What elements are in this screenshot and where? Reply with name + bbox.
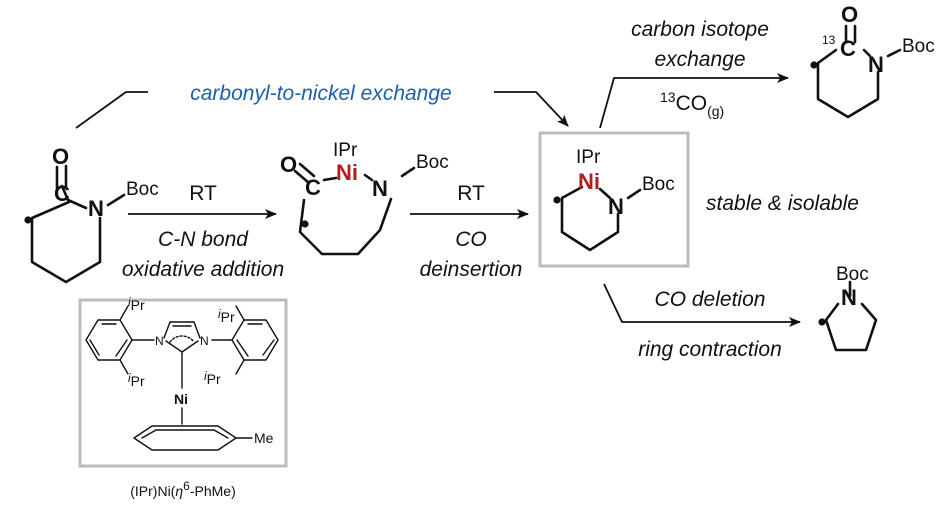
nickelacycle: IPr Ni N Boc	[553, 147, 675, 252]
isotope-product-mass: 13	[822, 33, 836, 47]
catalyst-n-right: N	[200, 334, 209, 348]
isotope-label-line1: carbon isotope	[631, 18, 769, 41]
catalyst-frame	[78, 298, 288, 468]
intermediate-nitrogen: N	[372, 176, 388, 201]
isotope-product-boc: Boc	[902, 36, 935, 57]
catalyst-structure: N N iPr iPr iPr iPr Ni Me	[85, 295, 279, 451]
catalyst-n-left: N	[155, 334, 164, 348]
radical-dot	[301, 220, 309, 228]
isotope-product-nitrogen: N	[868, 52, 884, 77]
intermediate-acyl-nickelacycle: O C Ni IPr N Boc	[280, 140, 449, 256]
nickelacycle-ligand: IPr	[576, 147, 601, 168]
radical-dot	[818, 318, 826, 326]
contraction-branch-arrow: CO deletion ring contraction	[603, 283, 801, 361]
reactant-nitrogen: N	[88, 196, 104, 221]
isotope-branch-arrow: carbon isotope exchange 13CO(g)	[599, 18, 789, 129]
catalyst-ipr-left-bottom: iPr	[128, 371, 145, 389]
radical-dot	[24, 216, 32, 224]
radical-dot	[553, 196, 561, 204]
intermediate-ligand: IPr	[333, 140, 358, 161]
catalyst-nickel: Ni	[174, 391, 188, 407]
stability-note: stable & isolable	[706, 192, 859, 215]
isotope-reagent: 13CO(g)	[660, 89, 724, 119]
contraction-product-boc: Boc	[836, 264, 869, 285]
contraction-product-nitrogen: N	[841, 285, 857, 310]
intermediate-boc: Boc	[416, 152, 449, 173]
step1-conditions: RT	[189, 182, 217, 205]
reactant-carbon: C	[54, 181, 70, 206]
contraction-label-line1: CO deletion	[655, 288, 766, 311]
step1-arrow: RT C-N bond oxidative addition	[122, 182, 284, 281]
reactant-oxygen: O	[52, 144, 69, 169]
intermediate-oxygen: O	[280, 152, 297, 177]
nickelacycle-boc: Boc	[642, 174, 675, 195]
contraction-product: N Boc	[818, 264, 878, 352]
intermediate-nickel: Ni	[336, 160, 358, 185]
catalyst-name: (IPr)Ni(η6-PhMe)	[130, 479, 235, 499]
contraction-label-line2: ring contraction	[638, 338, 782, 361]
catalyst-ipr-right-top: iPr	[218, 307, 235, 325]
overall-exchange-label: carbonyl-to-nickel exchange	[190, 82, 451, 105]
isotope-label-line2: exchange	[654, 48, 745, 71]
reactant-lactam: O C N Boc	[24, 144, 159, 284]
step2-conditions: RT	[457, 182, 485, 205]
step2-label-line2: deinsertion	[420, 258, 523, 281]
catalyst-methyl: Me	[254, 430, 274, 446]
intermediate-carbon: C	[305, 175, 321, 200]
catalyst-ipr-left-top: iPr	[128, 295, 145, 313]
step1-label-line2: oxidative addition	[122, 258, 284, 281]
reactant-boc: Boc	[126, 179, 159, 200]
step2-label-line1: CO	[455, 228, 487, 251]
overall-exchange-arrow: carbonyl-to-nickel exchange	[75, 82, 569, 129]
nickelacycle-frame	[538, 131, 690, 268]
step1-label-line1: C-N bond	[158, 228, 249, 251]
nickelacycle-nitrogen: N	[608, 194, 624, 219]
isotope-product-oxygen: O	[841, 2, 858, 27]
isotope-product: O 13 C N Boc	[810, 2, 935, 119]
catalyst-ipr-right-bottom: iPr	[204, 369, 221, 387]
radical-dot	[810, 61, 818, 69]
nickelacycle-nickel: Ni	[578, 169, 600, 194]
step2-arrow: RT CO deinsertion	[410, 182, 529, 281]
isotope-product-carbon: C	[840, 36, 856, 61]
